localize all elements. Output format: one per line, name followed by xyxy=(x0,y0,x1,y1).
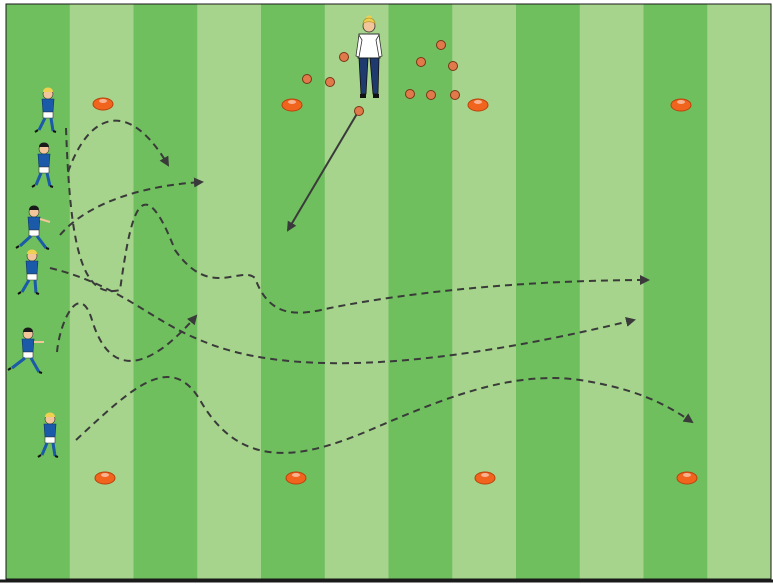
cone xyxy=(93,98,113,110)
cone xyxy=(282,99,302,111)
pitch-stripe xyxy=(134,4,198,579)
ball xyxy=(451,91,460,100)
pitch-stripe xyxy=(644,4,708,579)
cone xyxy=(475,472,495,484)
pitch-stripes xyxy=(6,4,772,579)
cone xyxy=(468,99,488,111)
ball xyxy=(326,78,335,87)
ball xyxy=(449,62,458,71)
pitch-stripe xyxy=(6,4,70,579)
ball xyxy=(340,53,349,62)
ball xyxy=(303,75,312,84)
pitch-stripe xyxy=(389,4,453,579)
cone xyxy=(95,472,115,484)
cone xyxy=(286,472,306,484)
ball xyxy=(406,90,415,99)
pitch-stripe xyxy=(707,4,771,579)
pitch-stripe xyxy=(580,4,644,579)
ball xyxy=(437,41,446,50)
pitch-stripe xyxy=(70,4,134,579)
pitch-stripe xyxy=(516,4,580,579)
pitch-stripe xyxy=(197,4,261,579)
ball xyxy=(355,107,364,116)
cone xyxy=(671,99,691,111)
ball xyxy=(417,58,426,67)
cone xyxy=(677,472,697,484)
ball xyxy=(427,91,436,100)
pitch-stripe xyxy=(452,4,516,579)
pitch-stripe xyxy=(261,4,325,579)
pitch-stripe xyxy=(325,4,389,579)
